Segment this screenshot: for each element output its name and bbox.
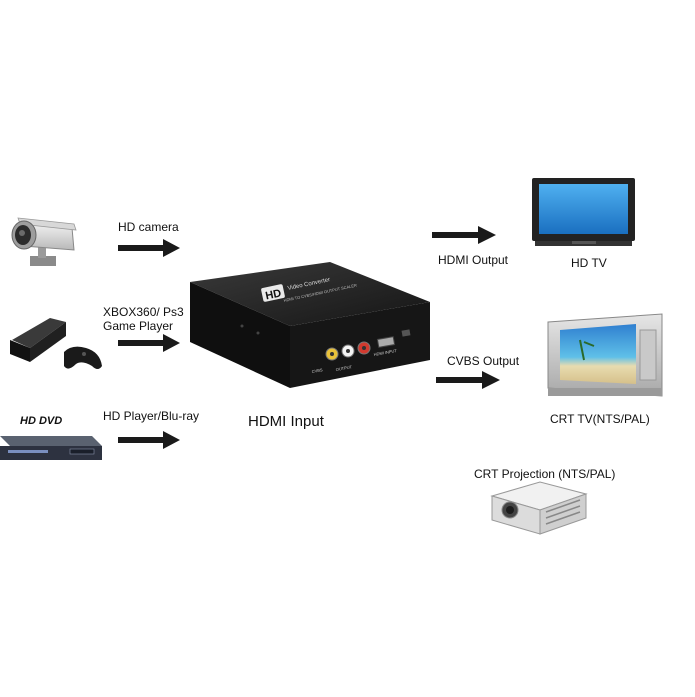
cvbs-output-label: CVBS Output xyxy=(447,354,520,368)
hdmi-input-label: HDMI Input xyxy=(248,413,324,430)
hdmi-output-label: HDMI Output xyxy=(438,253,509,267)
arrow-player xyxy=(118,431,180,449)
arrow-console xyxy=(118,334,180,352)
dvd-player-icon: HD DVD xyxy=(0,415,102,460)
crt-tv-label: CRT TV(NTS/PAL) xyxy=(550,412,650,426)
game-player-label-line2: Game Player xyxy=(103,319,174,333)
hd-camera-label: HD camera xyxy=(118,220,179,234)
input-arrows xyxy=(118,239,180,449)
output-arrows xyxy=(432,226,500,389)
hdmi-port-icon xyxy=(376,336,396,348)
arrow-hdmi-output xyxy=(432,226,496,244)
hd-dvd-logo: HD DVD xyxy=(20,415,62,427)
crt-projection-label: CRT Projection (NTS/PAL) xyxy=(474,467,616,481)
port-hdmi-label: HDMI INPUT xyxy=(373,348,397,357)
hd-camera-icon xyxy=(11,217,77,266)
device-badge: HD xyxy=(264,287,282,302)
projector-icon xyxy=(490,481,588,535)
arrow-cvbs-output xyxy=(436,371,500,389)
game-player-label-line1: XBOX360/ Ps3 xyxy=(103,305,184,319)
hd-tv-label: HD TV xyxy=(571,256,607,270)
port-cvbs-label: CVBS xyxy=(311,367,323,374)
game-console-icon xyxy=(10,318,102,369)
video-converter-device: HD Video Converter HDMI TO CVBS/HDMI OUT… xyxy=(190,262,430,388)
arrow-camera xyxy=(118,239,180,257)
hd-player-label: HD Player/Blu-ray xyxy=(103,409,200,423)
crt-tv-icon xyxy=(547,313,663,397)
port-output-label: OUTPUT xyxy=(335,364,353,372)
hd-tv-icon xyxy=(532,178,635,246)
